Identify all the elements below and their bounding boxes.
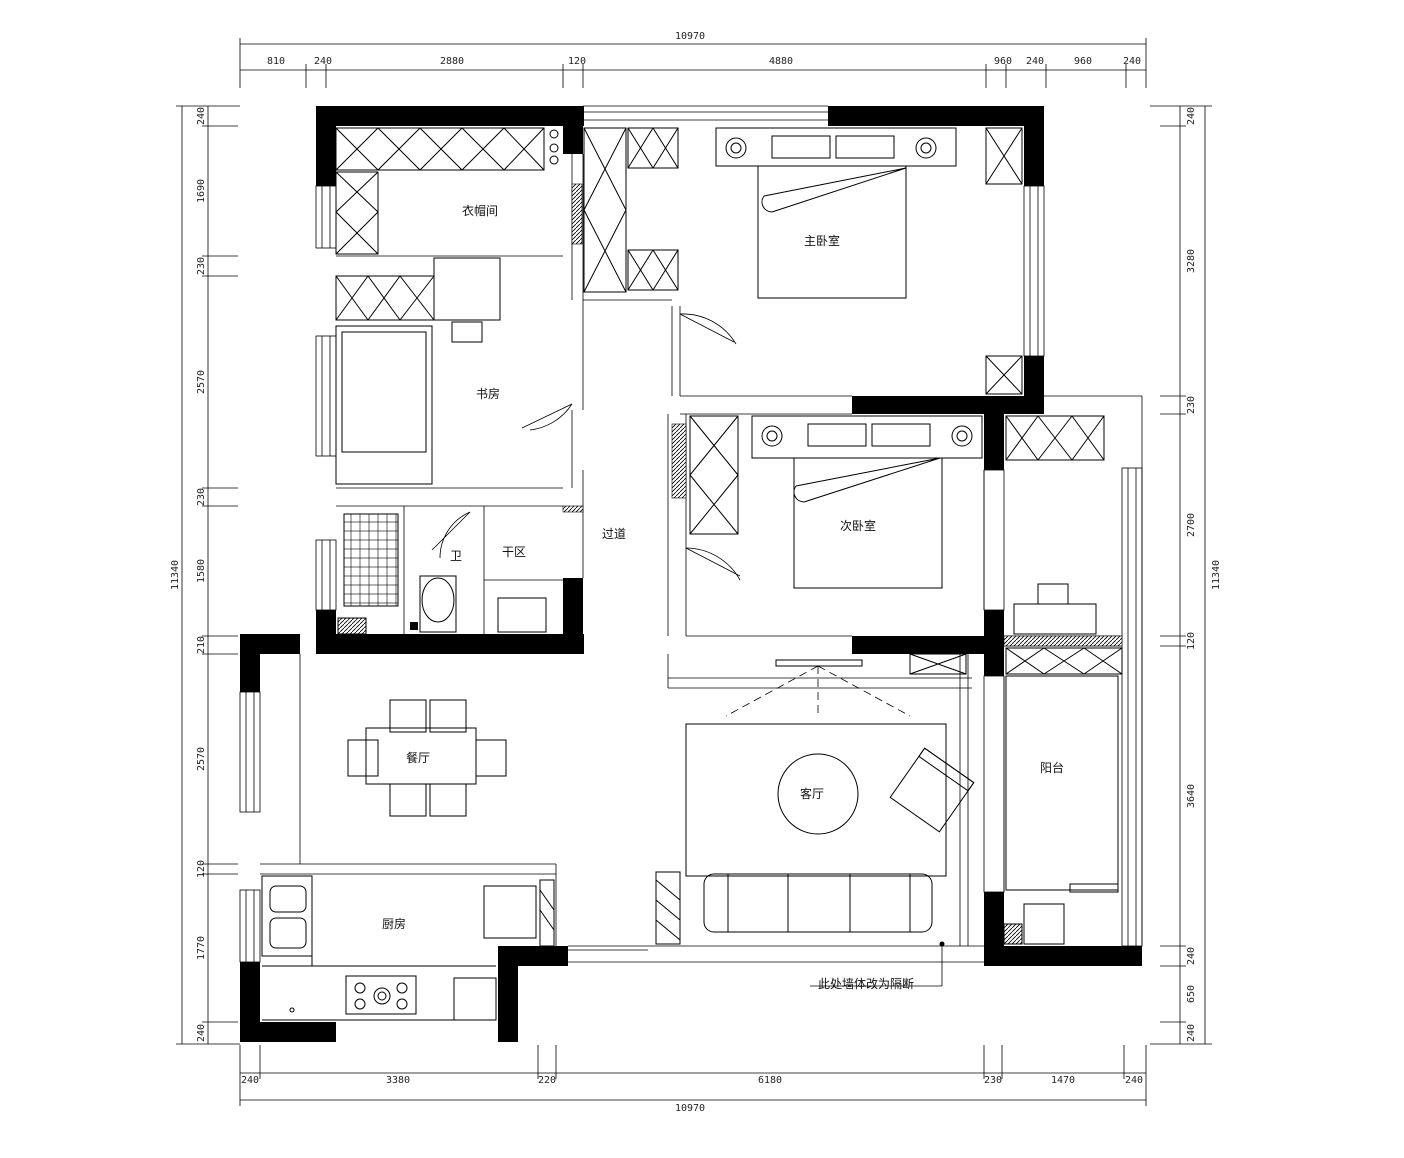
dim-left-3: 230: [196, 257, 207, 275]
dim-bottom-2: 3380: [386, 1075, 410, 1086]
dim-right-9: 240: [1186, 1024, 1197, 1042]
dim-top-3: 2880: [440, 56, 464, 67]
dim-top-7: 240: [1026, 56, 1044, 67]
dim-bottom-5: 230: [984, 1075, 1002, 1086]
interior-lines: [239, 105, 1143, 963]
dim-right-5: 120: [1186, 632, 1197, 650]
room-label-master-bedroom: 主卧室: [804, 233, 840, 248]
upper-balcony-furniture: [1003, 415, 1123, 945]
dim-right-total: 11340: [1211, 560, 1222, 590]
dim-top-4: 120: [568, 56, 586, 67]
study-furniture: [335, 257, 501, 485]
cloakroom-wardrobe: [335, 127, 559, 255]
master-bed: [715, 127, 957, 299]
master-wardrobe: [583, 127, 1023, 395]
furniture: [261, 127, 1123, 1021]
dim-left-11: 240: [196, 1024, 207, 1042]
kitchen-fixtures: [261, 875, 555, 1021]
dim-bottom-7: 240: [1125, 1075, 1143, 1086]
room-label-study: 书房: [476, 386, 500, 401]
second-bedroom-furniture: [689, 415, 983, 589]
dim-left-6: 1580: [196, 559, 207, 583]
dining-set: [347, 699, 507, 817]
dim-top-5: 4880: [769, 56, 793, 67]
dim-bottom-total: 10970: [675, 1103, 705, 1114]
room-label-corridor: 过道: [602, 527, 626, 541]
room-label-dry-area: 干区: [502, 545, 526, 559]
dim-bottom-1: 240: [241, 1075, 259, 1086]
dim-left-5: 230: [196, 488, 207, 506]
dim-left-total: 11340: [170, 560, 181, 590]
dim-left-10: 1770: [196, 936, 207, 960]
dim-top-6: 960: [994, 56, 1012, 67]
dim-top-2: 240: [314, 56, 332, 67]
room-label-cloakroom: 衣帽间: [462, 203, 498, 218]
dim-right-4: 2700: [1186, 513, 1197, 537]
dimension-lines: 10970 810 240 2880 120 4880 960 240 960 …: [170, 31, 1222, 1114]
room-label-living: 客厅: [800, 786, 824, 801]
living-room-furniture: [655, 653, 975, 945]
dim-top-8: 960: [1074, 56, 1092, 67]
annotation-text: 此处墙体改为隔断: [818, 976, 914, 991]
room-label-kitchen: 厨房: [382, 916, 406, 931]
walls: [240, 106, 1142, 1042]
dim-left-9: 120: [196, 860, 207, 878]
dim-right-1: 240: [1186, 107, 1197, 125]
room-label-second-bedroom: 次卧室: [840, 518, 876, 533]
dim-top-total: 10970: [675, 31, 705, 42]
dim-bottom-3: 220: [538, 1075, 556, 1086]
dim-left-8: 2570: [196, 747, 207, 771]
dim-right-8: 650: [1186, 985, 1197, 1003]
dim-left-4: 2570: [196, 370, 207, 394]
room-label-bathroom: 卫: [450, 549, 462, 563]
dim-left-1: 240: [196, 107, 207, 125]
dim-right-2: 3280: [1186, 249, 1197, 273]
room-label-dining: 餐厅: [406, 750, 430, 765]
dim-top-1: 810: [267, 56, 285, 67]
dim-bottom-4: 6180: [758, 1075, 782, 1086]
wall-annotation: 此处墙体改为隔断: [810, 941, 945, 991]
dim-right-3: 230: [1186, 396, 1197, 414]
room-label-balcony: 阳台: [1040, 760, 1064, 775]
dim-right-7: 240: [1186, 947, 1197, 965]
bathroom-fixtures: [337, 513, 547, 635]
room-labels: 衣帽间 主卧室 书房 次卧室 卫 干区 过道 餐厅 客厅 阳台 厨房: [382, 203, 1064, 931]
dim-left-2: 1690: [196, 179, 207, 203]
dim-bottom-6: 1470: [1051, 1075, 1075, 1086]
dim-right-6: 3640: [1186, 784, 1197, 808]
dim-top-9: 240: [1123, 56, 1141, 67]
dim-left-7: 210: [196, 636, 207, 654]
